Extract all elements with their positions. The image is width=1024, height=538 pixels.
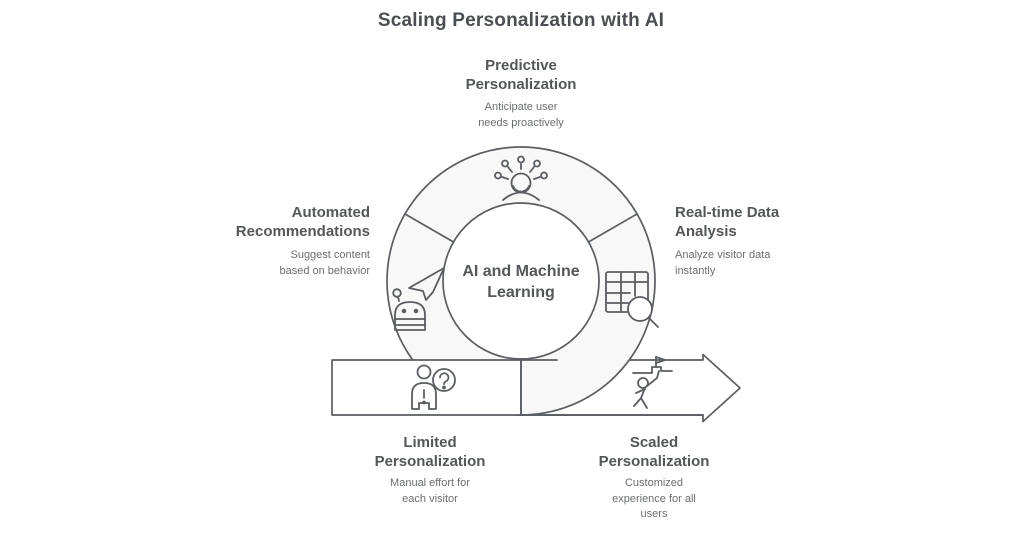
ring-divider-left — [404, 213, 455, 243]
ring-divider-right — [587, 213, 638, 243]
stage-automated-desc: Suggest content based on behavior — [279, 249, 370, 277]
stage-predictive-desc: Anticipate user needs proactively — [478, 101, 564, 129]
stage-predictive-title: Predictive Personalization — [465, 57, 577, 93]
stage-realtime-desc: Analyze visitor data instantly — [675, 249, 771, 277]
stage-scaled-desc: Customized experience for all users — [612, 477, 696, 520]
stage-limited-desc: Manual effort for each visitor — [390, 477, 470, 505]
mind-rays-icon — [494, 155, 548, 201]
table-search-icon — [605, 271, 659, 328]
diagram-title: Scaling Personalization with AI — [377, 10, 665, 31]
climber-flag-icon — [632, 356, 673, 409]
person-question-icon — [411, 364, 456, 410]
stage-scaled-title: Scaled Personalization — [598, 434, 710, 470]
stage-limited-title: Limited Personalization — [374, 434, 486, 470]
center-circle-label: AI and Machine Learning — [462, 263, 580, 301]
stage-automated-title: Automated Recommendations — [235, 204, 370, 240]
robot-send-icon — [392, 267, 445, 331]
limited-band-segment — [331, 359, 522, 416]
stage-realtime-title: Real-time Data Analysis — [675, 204, 780, 240]
